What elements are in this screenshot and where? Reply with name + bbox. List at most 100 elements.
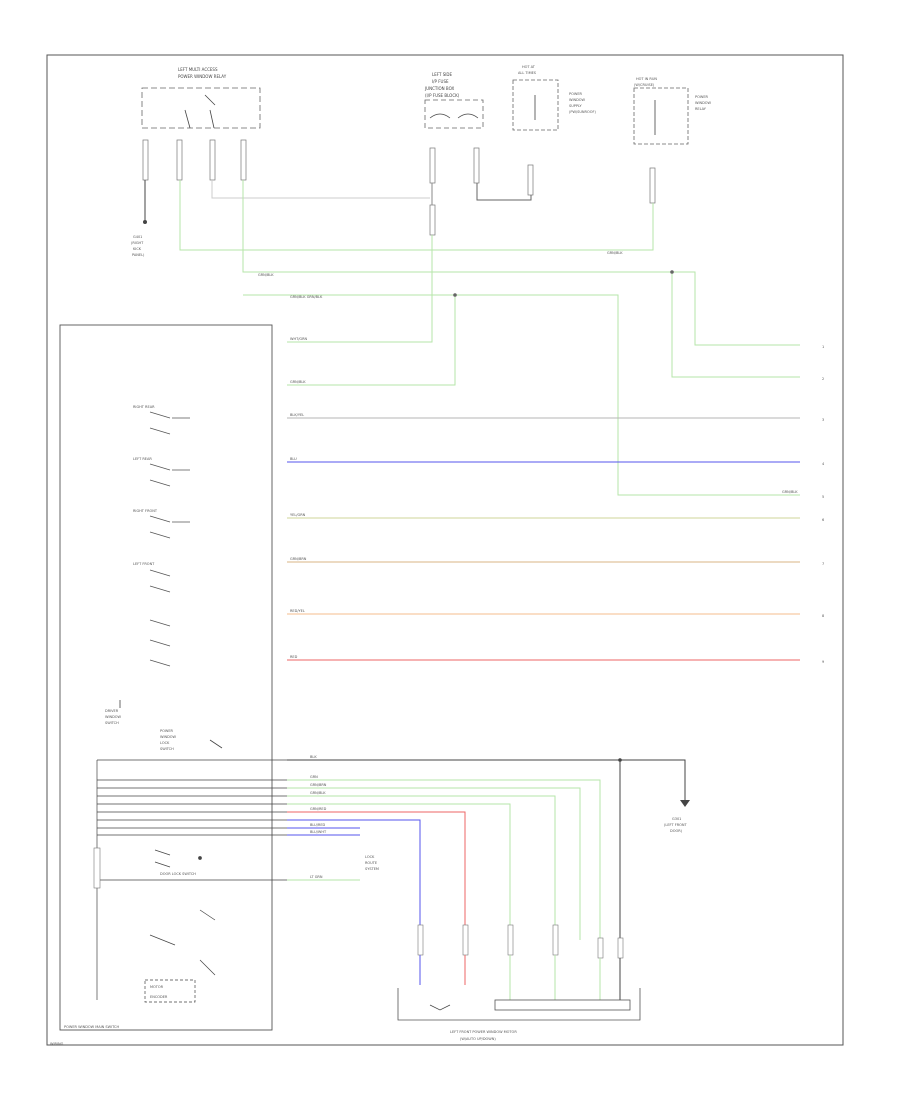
svg-text:6: 6 (822, 518, 824, 522)
svg-text:(RIGHT: (RIGHT (131, 241, 144, 245)
svg-text:GRN: GRN (310, 775, 318, 779)
svg-text:GRN/RED: GRN/RED (310, 807, 327, 811)
svg-text:SWITCH: SWITCH (105, 721, 119, 725)
svg-text:WINDOW: WINDOW (695, 101, 712, 105)
svg-text:BLK: BLK (310, 755, 317, 759)
lock-route-system: LOCK ROUTE SYSTEM (365, 855, 379, 871)
svg-text:GRN/BLK: GRN/BLK (782, 490, 798, 494)
svg-text:KICK: KICK (133, 247, 142, 251)
svg-text:I/P FUSE: I/P FUSE (432, 79, 449, 84)
window-switch-left-front: LEFT FRONT (133, 562, 171, 667)
svg-text:RED/YEL: RED/YEL (290, 609, 305, 613)
window-switch-right-rear: RIGHT REAR (133, 405, 190, 435)
door-lock-switch: DOOR LOCK SWITCH (154, 849, 202, 876)
svg-text:(I/P FUSE BLOCK): (I/P FUSE BLOCK) (425, 93, 460, 98)
svg-text:PANEL): PANEL) (132, 253, 145, 257)
svg-text:MOTOR: MOTOR (150, 985, 164, 989)
svg-text:POWER: POWER (160, 729, 174, 733)
footer-label: WIRING (50, 1042, 64, 1046)
svg-text:GRN/BLK: GRN/BLK (258, 273, 274, 277)
svg-text:GRN/BLK: GRN/BLK (290, 380, 306, 384)
bottom-wires (287, 758, 686, 940)
svg-text:LEFT FRONT: LEFT FRONT (133, 562, 155, 566)
svg-text:RELAY: RELAY (695, 107, 707, 111)
diagram-frame (46, 54, 844, 1046)
svg-text:ROUTE: ROUTE (365, 861, 377, 865)
svg-text:LEFT SIDE: LEFT SIDE (432, 72, 453, 77)
right-pin-numbers: 1 2 3 4 5 6 7 8 9 (822, 345, 825, 664)
svg-text:DRIVER: DRIVER (105, 709, 119, 713)
svg-text:BLK/YEL: BLK/YEL (290, 413, 304, 417)
svg-text:(PW/SUNROOF): (PW/SUNROOF) (569, 110, 596, 114)
svg-text:G301: G301 (672, 817, 681, 821)
svg-text:SUPPLY: SUPPLY (569, 104, 582, 108)
svg-text:ALL TIMES: ALL TIMES (518, 71, 537, 75)
svg-text:RIGHT REAR: RIGHT REAR (133, 405, 155, 409)
svg-text:2: 2 (822, 377, 824, 381)
relay-pin-connectors (142, 139, 247, 181)
svg-text:JUNCTION BOX: JUNCTION BOX (424, 86, 454, 91)
svg-text:LOCK: LOCK (160, 741, 170, 745)
motor-encoder: MOTOR ENCODER (144, 909, 216, 1003)
svg-text:RIGHT FRONT: RIGHT FRONT (133, 509, 158, 513)
svg-text:LEFT REAR: LEFT REAR (133, 457, 152, 461)
power-window-relay: LEFT MULTI ACCESS POWER WINDOW RELAY (141, 67, 261, 129)
svg-text:POWER WINDOW RELAY: POWER WINDOW RELAY (178, 74, 227, 79)
svg-text:8: 8 (822, 614, 824, 618)
ground-g301: G301 (LEFT FRONT DOOR) (664, 800, 690, 833)
svg-text:ENCODER: ENCODER (150, 995, 168, 999)
top-wiring: GRN/BLK GRN/BLK GRN/BLK GRN/BLK (179, 180, 800, 496)
svg-text:GRN/BRN: GRN/BRN (290, 557, 307, 561)
svg-text:BLU: BLU (290, 457, 297, 461)
svg-text:(LEFT FRONT: (LEFT FRONT (664, 823, 688, 827)
svg-text:3: 3 (822, 418, 824, 422)
svg-text:GRN/BLK: GRN/BLK (310, 791, 326, 795)
svg-text:9: 9 (822, 660, 824, 664)
svg-text:LEFT FRONT POWER WINDOW MOTOR: LEFT FRONT POWER WINDOW MOTOR (450, 1030, 517, 1034)
svg-text:LEFT MULTI ACCESS: LEFT MULTI ACCESS (178, 67, 218, 72)
svg-text:G401: G401 (133, 235, 142, 239)
ip-fuse-junction-box: LEFT SIDE I/P FUSE JUNCTION BOX (I/P FUS… (424, 72, 484, 236)
svg-text:GRN/BLK: GRN/BLK (607, 251, 623, 255)
svg-text:WINDOW: WINDOW (160, 735, 177, 739)
svg-text:DOOR): DOOR) (670, 829, 683, 833)
svg-text:GRN/BRN: GRN/BRN (310, 783, 327, 787)
power-window-main-switch: POWER WINDOW MAIN SWITCH RIGHT REAR LEFT… (59, 324, 287, 1031)
svg-text:SWITCH: SWITCH (160, 747, 174, 751)
motor-connectors (417, 924, 624, 1000)
module-internal-bus (93, 759, 287, 1000)
svg-text:POWER: POWER (695, 95, 709, 99)
svg-text:HOT AT: HOT AT (522, 65, 536, 69)
window-switch-left-rear: LEFT REAR (133, 457, 190, 487)
svg-text:SYSTEM: SYSTEM (365, 867, 379, 871)
window-switch-right-front: RIGHT FRONT (133, 509, 190, 539)
svg-text:WINDOW: WINDOW (105, 715, 122, 719)
hot-in-run-fuse: HOT IN RUN (W/CRUISE) POWER WINDOW RELAY (633, 77, 712, 204)
svg-text:4: 4 (822, 462, 825, 466)
svg-text:LT GRN: LT GRN (310, 875, 323, 879)
ground-g401: G401 (RIGHT KICK PANEL) (131, 180, 147, 257)
svg-text:WHT/GRN: WHT/GRN (290, 337, 308, 341)
left-front-power-window-motor: LEFT FRONT POWER WINDOW MOTOR (W/AUTO UP… (397, 988, 641, 1041)
svg-text:(W/AUTO UP/DOWN): (W/AUTO UP/DOWN) (460, 1037, 496, 1041)
svg-text:LOCK: LOCK (365, 855, 375, 859)
svg-text:7: 7 (822, 562, 824, 566)
svg-text:5: 5 (822, 495, 824, 499)
horizontal-wires (287, 417, 800, 661)
svg-text:WINDOW: WINDOW (569, 98, 586, 102)
svg-text:RED: RED (290, 655, 298, 659)
svg-text:BLU/WHT: BLU/WHT (310, 830, 327, 834)
svg-text:YEL/GRN: YEL/GRN (290, 513, 306, 517)
svg-text:POWER WINDOW MAIN SWITCH: POWER WINDOW MAIN SWITCH (64, 1025, 119, 1029)
svg-text:POWER: POWER (569, 92, 583, 96)
svg-text:(W/CRUISE): (W/CRUISE) (634, 83, 655, 87)
svg-text:HOT IN RUN: HOT IN RUN (636, 77, 657, 81)
hot-at-all-times-fuse: HOT AT ALL TIMES POWER WINDOW SUPPLY (PW… (512, 65, 596, 196)
bottom-wire-labels: BLK GRN GRN/BRN GRN/BLK GRN/RED BLU/RED … (310, 755, 327, 879)
driver-window-switch: DRIVER WINDOW SWITCH POWER WINDOW LOCK S… (105, 700, 223, 751)
svg-text:DOOR LOCK SWITCH: DOOR LOCK SWITCH (160, 872, 196, 876)
svg-text:BLU/RED: BLU/RED (310, 823, 326, 827)
svg-text:1: 1 (822, 345, 824, 349)
svg-text:GRN/BLK GRN/BLK: GRN/BLK GRN/BLK (290, 295, 323, 299)
